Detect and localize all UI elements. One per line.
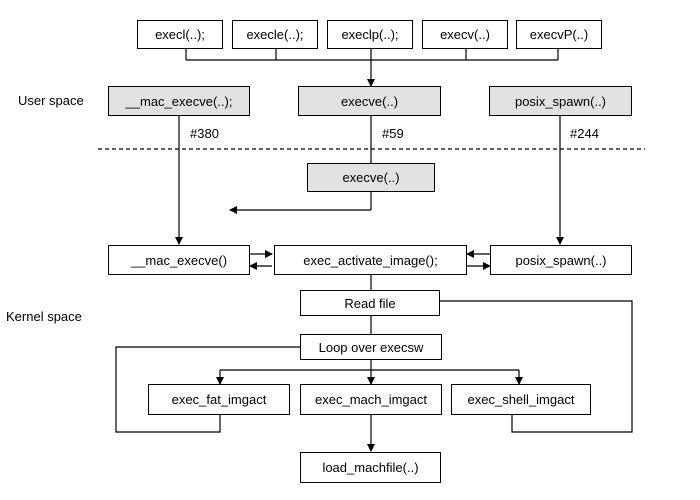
syscall-number-380: #380	[190, 126, 219, 141]
syscall-number-59: #59	[382, 126, 404, 141]
exec-mach-imgact-box: exec_mach_imgact	[300, 384, 442, 415]
exec-shell-imgact-box: exec_shell_imgact	[451, 384, 591, 415]
execl-box: execl(..);	[137, 20, 223, 49]
posix-spawn-kernel-box: posix_spawn(..)	[490, 245, 632, 275]
kernel-space-label: Kernel space	[6, 309, 82, 324]
posix-spawn-user-box: posix_spawn(..)	[489, 86, 632, 116]
shell-imgact-loop-back	[440, 300, 633, 433]
load-machfile-box: load_machfile(..)	[300, 452, 441, 483]
read-file-box: Read file	[300, 290, 440, 316]
execve-kernel-box: execve(..)	[307, 163, 435, 192]
loop-over-execsw-box: Loop over execsw	[300, 334, 442, 360]
execle-box: execle(..);	[232, 20, 318, 49]
exec-fat-imgact-box: exec_fat_imgact	[148, 384, 290, 415]
execve-user-box: execve(..)	[298, 86, 441, 116]
execvp-box: execvP(..)	[516, 20, 602, 49]
user-space-label: User space	[18, 93, 84, 108]
execlp-box: execlp(..);	[327, 20, 413, 49]
syscall-number-244: #244	[570, 126, 599, 141]
fat-imgact-loop-back	[115, 346, 300, 433]
exec-activate-image-box: exec_activate_image();	[274, 245, 467, 275]
mac-execve-user-box: __mac_execve(..);	[108, 86, 250, 116]
mac-execve-kernel-box: __mac_execve()	[108, 245, 250, 275]
execv-box: execv(..)	[422, 20, 508, 49]
